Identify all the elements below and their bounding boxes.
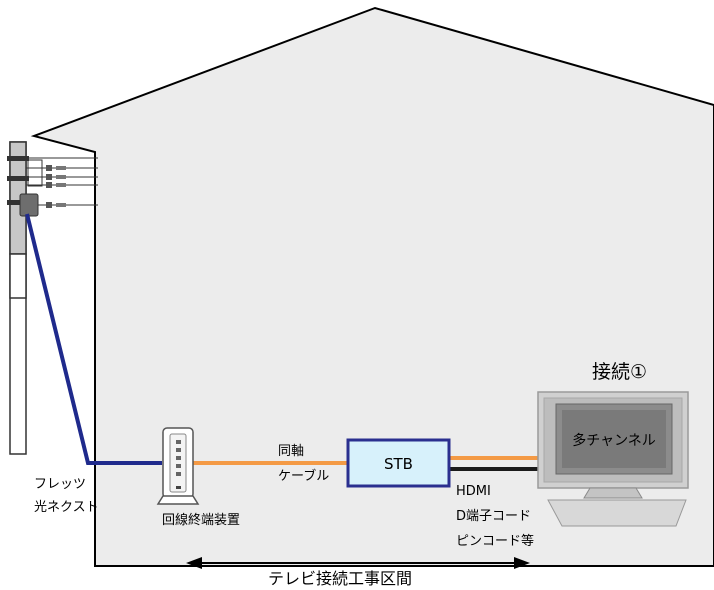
coax-label-line1: 同軸 bbox=[278, 444, 304, 459]
stb-box bbox=[346, 438, 451, 488]
connection-label: 接続① bbox=[592, 361, 647, 383]
cable-label-d-terminal: D端子コード bbox=[456, 509, 531, 524]
stb-label: STB bbox=[384, 455, 413, 473]
flets-label-line2: 光ネクスト bbox=[34, 500, 99, 515]
onu-label: 回線終端装置 bbox=[162, 512, 240, 528]
utility-pole-icon bbox=[7, 141, 98, 455]
work-section-label: テレビ接続工事区間 bbox=[268, 569, 412, 588]
television-icon bbox=[537, 391, 689, 527]
coax-label-line2: ケーブル bbox=[278, 468, 329, 484]
flets-label-line1: フレッツ bbox=[34, 477, 86, 492]
work-section-arrow bbox=[186, 557, 530, 569]
cable-label-pin: ピンコード等 bbox=[456, 533, 534, 549]
fiber-optic-line bbox=[25, 213, 162, 465]
onu-device-icon bbox=[156, 427, 200, 505]
tv-screen-label: 多チャンネル bbox=[572, 432, 656, 449]
cable-label-hdmi: HDMI bbox=[456, 484, 491, 499]
